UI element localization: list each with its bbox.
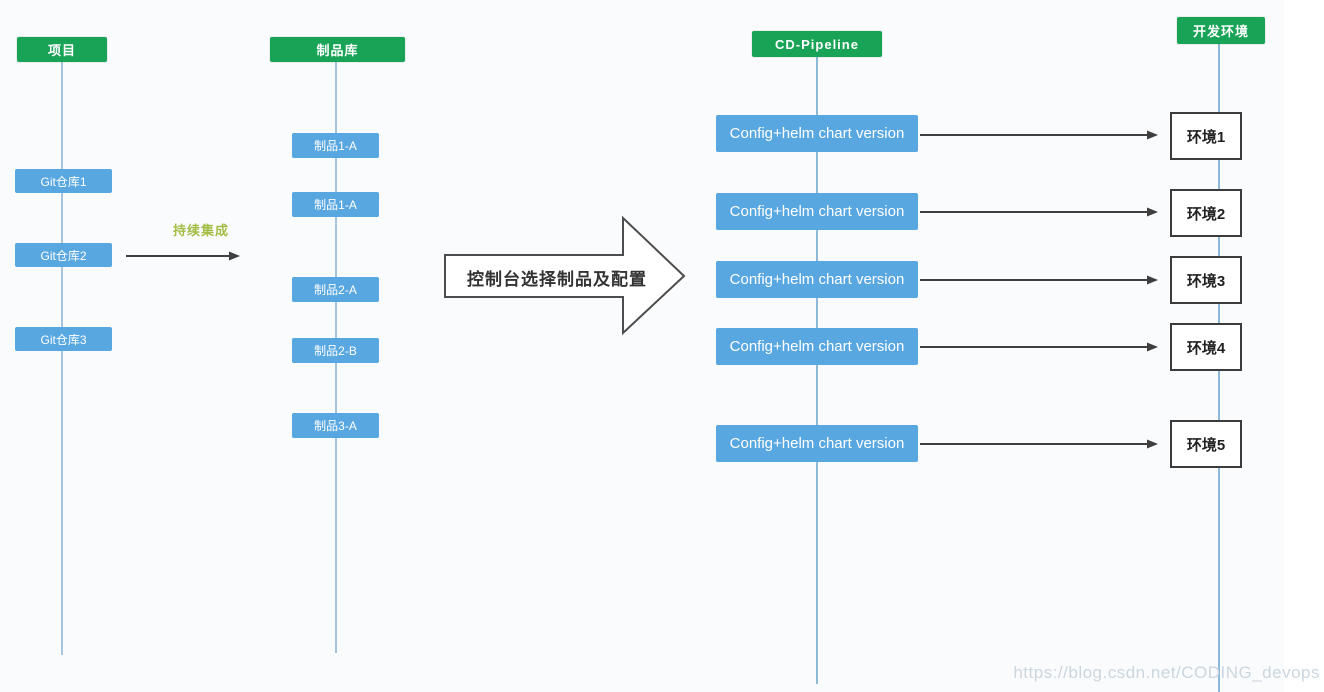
- artifact-3a-node: 制品3-A: [292, 413, 379, 438]
- console-select-arrow-label: 控制台选择制品及配置: [467, 269, 647, 289]
- lane-header-project: 项目: [17, 37, 107, 62]
- lane-header-cd-pipeline: CD-Pipeline: [752, 31, 882, 57]
- env-3-node: 环境3: [1170, 256, 1242, 304]
- watermark-text: https://blog.csdn.net/CODING_devops: [1013, 663, 1320, 682]
- config-helm-node-4: Config+helm chart version: [716, 328, 918, 365]
- env-2-node: 环境2: [1170, 189, 1242, 237]
- artifact-1a-node: 制品1-A: [292, 133, 379, 158]
- lane-header-artifact-repo: 制品库: [270, 37, 405, 62]
- artifact-2b-node: 制品2-B: [292, 338, 379, 363]
- git-repo-2-node: Git仓库2: [15, 243, 112, 267]
- config-helm-node-3: Config+helm chart version: [716, 261, 918, 298]
- git-repo-1-node: Git仓库1: [15, 169, 112, 193]
- config-helm-node-2: Config+helm chart version: [716, 193, 918, 230]
- env-5-node: 环境5: [1170, 420, 1242, 468]
- config-helm-node-1: Config+helm chart version: [716, 115, 918, 152]
- git-repo-3-node: Git仓库3: [15, 327, 112, 351]
- env-4-node: 环境4: [1170, 323, 1242, 371]
- cd-pipeline-lifeline: [816, 56, 818, 684]
- config-helm-node-5: Config+helm chart version: [716, 425, 918, 462]
- ci-arrow-label: 持续集成: [172, 223, 229, 238]
- lane-header-dev-env: 开发环境: [1177, 17, 1265, 44]
- artifact-2a-node: 制品2-A: [292, 277, 379, 302]
- right-margin-strip: [1284, 0, 1324, 692]
- env-1-node: 环境1: [1170, 112, 1242, 160]
- artifact-1a2-node: 制品1-A: [292, 192, 379, 217]
- project-lifeline: [61, 61, 63, 655]
